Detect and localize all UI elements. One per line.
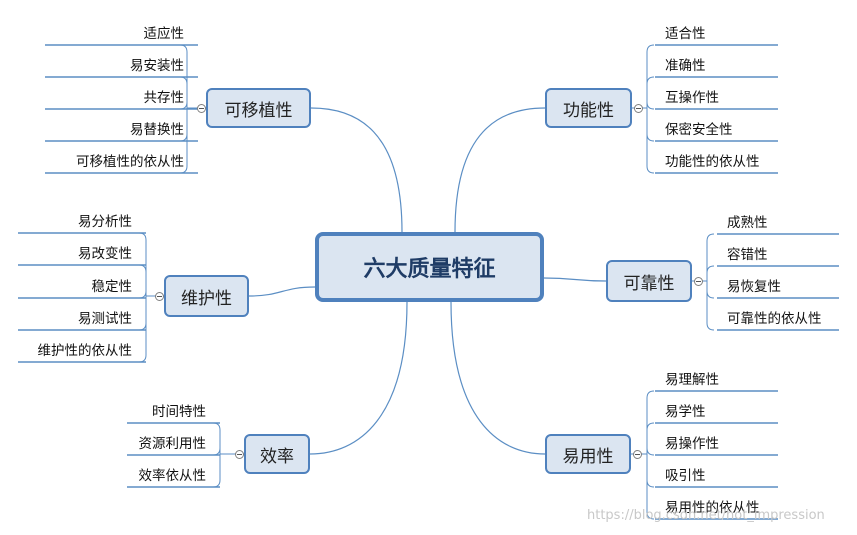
leaf-connector [706,233,715,281]
curve-to-maintainability [248,286,316,297]
collapse-toggle-reliability[interactable] [693,276,703,286]
leaf-topic[interactable]: 易安装性 [130,58,184,74]
leaf-connector [138,290,147,299]
leaf-connector [138,296,147,331]
leaf-topic[interactable]: 适合性 [665,26,706,42]
leaf-topic[interactable]: 成熟性 [727,215,768,231]
branch-portability[interactable]: 可移植性 [206,88,311,128]
leaf-connector [212,447,221,456]
leaf-topic[interactable]: 资源利用性 [138,436,207,452]
leaf-connector [646,447,655,456]
collapse-toggle-functionality[interactable] [633,103,643,113]
curve-to-portability [310,107,403,233]
leaf-topic[interactable]: 易替换性 [130,122,184,138]
leaf-topic[interactable]: 共存性 [143,90,185,106]
leaf-connector [179,76,188,108]
leaf-connector [646,76,655,108]
leaf-topic[interactable]: 易学性 [665,404,706,420]
branch-reliability[interactable]: 可靠性 [606,260,692,302]
leaf-topic[interactable]: 易分析性 [78,214,132,230]
collapse-toggle-maintainability[interactable] [154,291,164,301]
branch-maintainability[interactable]: 维护性 [164,275,249,317]
leaf-topic[interactable]: 维护性的依从性 [37,343,133,359]
leaf-topic[interactable]: 易测试性 [78,311,132,327]
leaf-topic[interactable]: 容错性 [727,247,768,263]
curve-to-reliability [543,277,607,282]
leaf-connector [646,108,655,142]
leaf-topic[interactable]: 易恢复性 [727,279,781,295]
leaf-topic[interactable]: 易理解性 [665,372,719,388]
leaf-topic[interactable]: 可靠性的依从性 [727,311,822,327]
leaf-topic[interactable]: 效率依从性 [138,468,207,484]
leaf-connector [646,454,655,520]
leaf-topic[interactable]: 功能性的依从性 [665,154,760,170]
leaf-topic[interactable]: 易改变性 [78,246,132,262]
leaf-connector [646,422,655,454]
leaf-topic[interactable]: 适应性 [143,26,185,42]
branch-usability[interactable]: 易用性 [545,434,631,474]
leaf-topic[interactable]: 易用性的依从性 [665,500,760,516]
leaf-connector [706,281,715,331]
collapse-toggle-usability[interactable] [632,449,642,459]
leaf-connector [646,454,655,488]
leaf-connector [646,101,655,110]
curve-to-efficiency [309,301,408,455]
leaf-topic[interactable]: 易操作性 [665,436,719,452]
curve-to-usability [450,301,546,455]
leaf-connector [138,232,147,296]
leaf-connector [212,454,221,488]
branch-efficiency[interactable]: 效率 [244,434,310,474]
leaf-connector [706,281,715,299]
leaf-connector [212,422,221,454]
leaf-connector [138,296,147,363]
collapse-toggle-portability[interactable] [196,103,206,113]
leaf-connector [646,44,655,108]
leaf-topic[interactable]: 保密安全性 [665,122,733,138]
leaf-topic[interactable]: 时间特性 [152,404,206,420]
leaf-topic[interactable]: 可移植性的依从性 [76,154,184,170]
central-topic[interactable]: 六大质量特征 [315,232,544,302]
leaf-topic[interactable]: 互操作性 [665,90,719,106]
leaf-connector [646,108,655,174]
collapse-toggle-efficiency[interactable] [234,449,244,459]
curve-to-functionality [454,107,546,233]
leaf-connector [179,108,188,174]
leaf-topic[interactable]: 稳定性 [91,279,133,295]
branch-functionality[interactable]: 功能性 [545,88,632,128]
leaf-connector [646,390,655,454]
leaf-connector [706,265,715,281]
leaf-connector [179,44,188,108]
leaf-topic[interactable]: 吸引性 [665,468,706,484]
leaf-connector [179,101,188,110]
leaf-connector [138,264,147,296]
watermark: https://blog.csdn.net/hot_impression [587,508,825,523]
leaf-topic[interactable]: 准确性 [665,58,706,74]
